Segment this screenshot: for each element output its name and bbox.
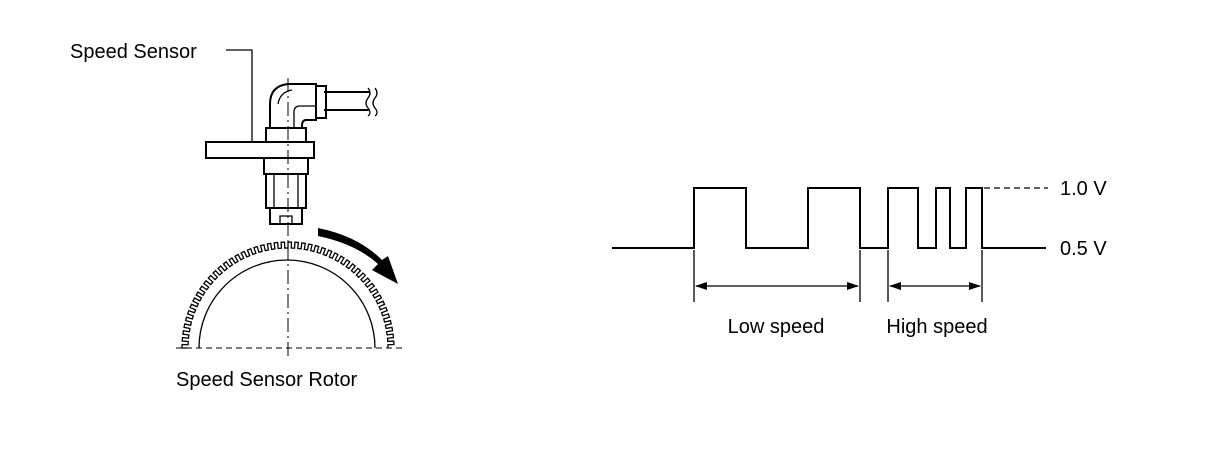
- speed-sensor-rotor: [176, 241, 402, 349]
- sensor-rotor-illustration: Speed Sensor: [70, 41, 402, 391]
- speed-sensor-rotor-label: Speed Sensor Rotor: [176, 369, 358, 391]
- low-speed-label: Low speed: [728, 316, 825, 338]
- sensor-shaft: [263, 157, 309, 225]
- sensor-body: [265, 83, 317, 143]
- rotation-arrow: [318, 228, 398, 284]
- square-wave-signal: [612, 187, 1046, 249]
- speed-sensor-label: Speed Sensor: [70, 41, 197, 63]
- sensor-cable: [316, 85, 378, 119]
- rotor-inner-arc: [198, 259, 376, 349]
- high-speed-label: High speed: [886, 316, 987, 338]
- voltage-low-label: 0.5 V: [1060, 238, 1107, 260]
- speed-sensor-leader-line: [226, 49, 253, 142]
- rotor-teeth: [181, 241, 395, 349]
- voltage-high-label: 1.0 V: [1060, 178, 1107, 200]
- signal-waveform-graph: 1.0 V 0.5 V Low speed High speed: [612, 178, 1107, 338]
- sensor-bracket: [205, 141, 315, 159]
